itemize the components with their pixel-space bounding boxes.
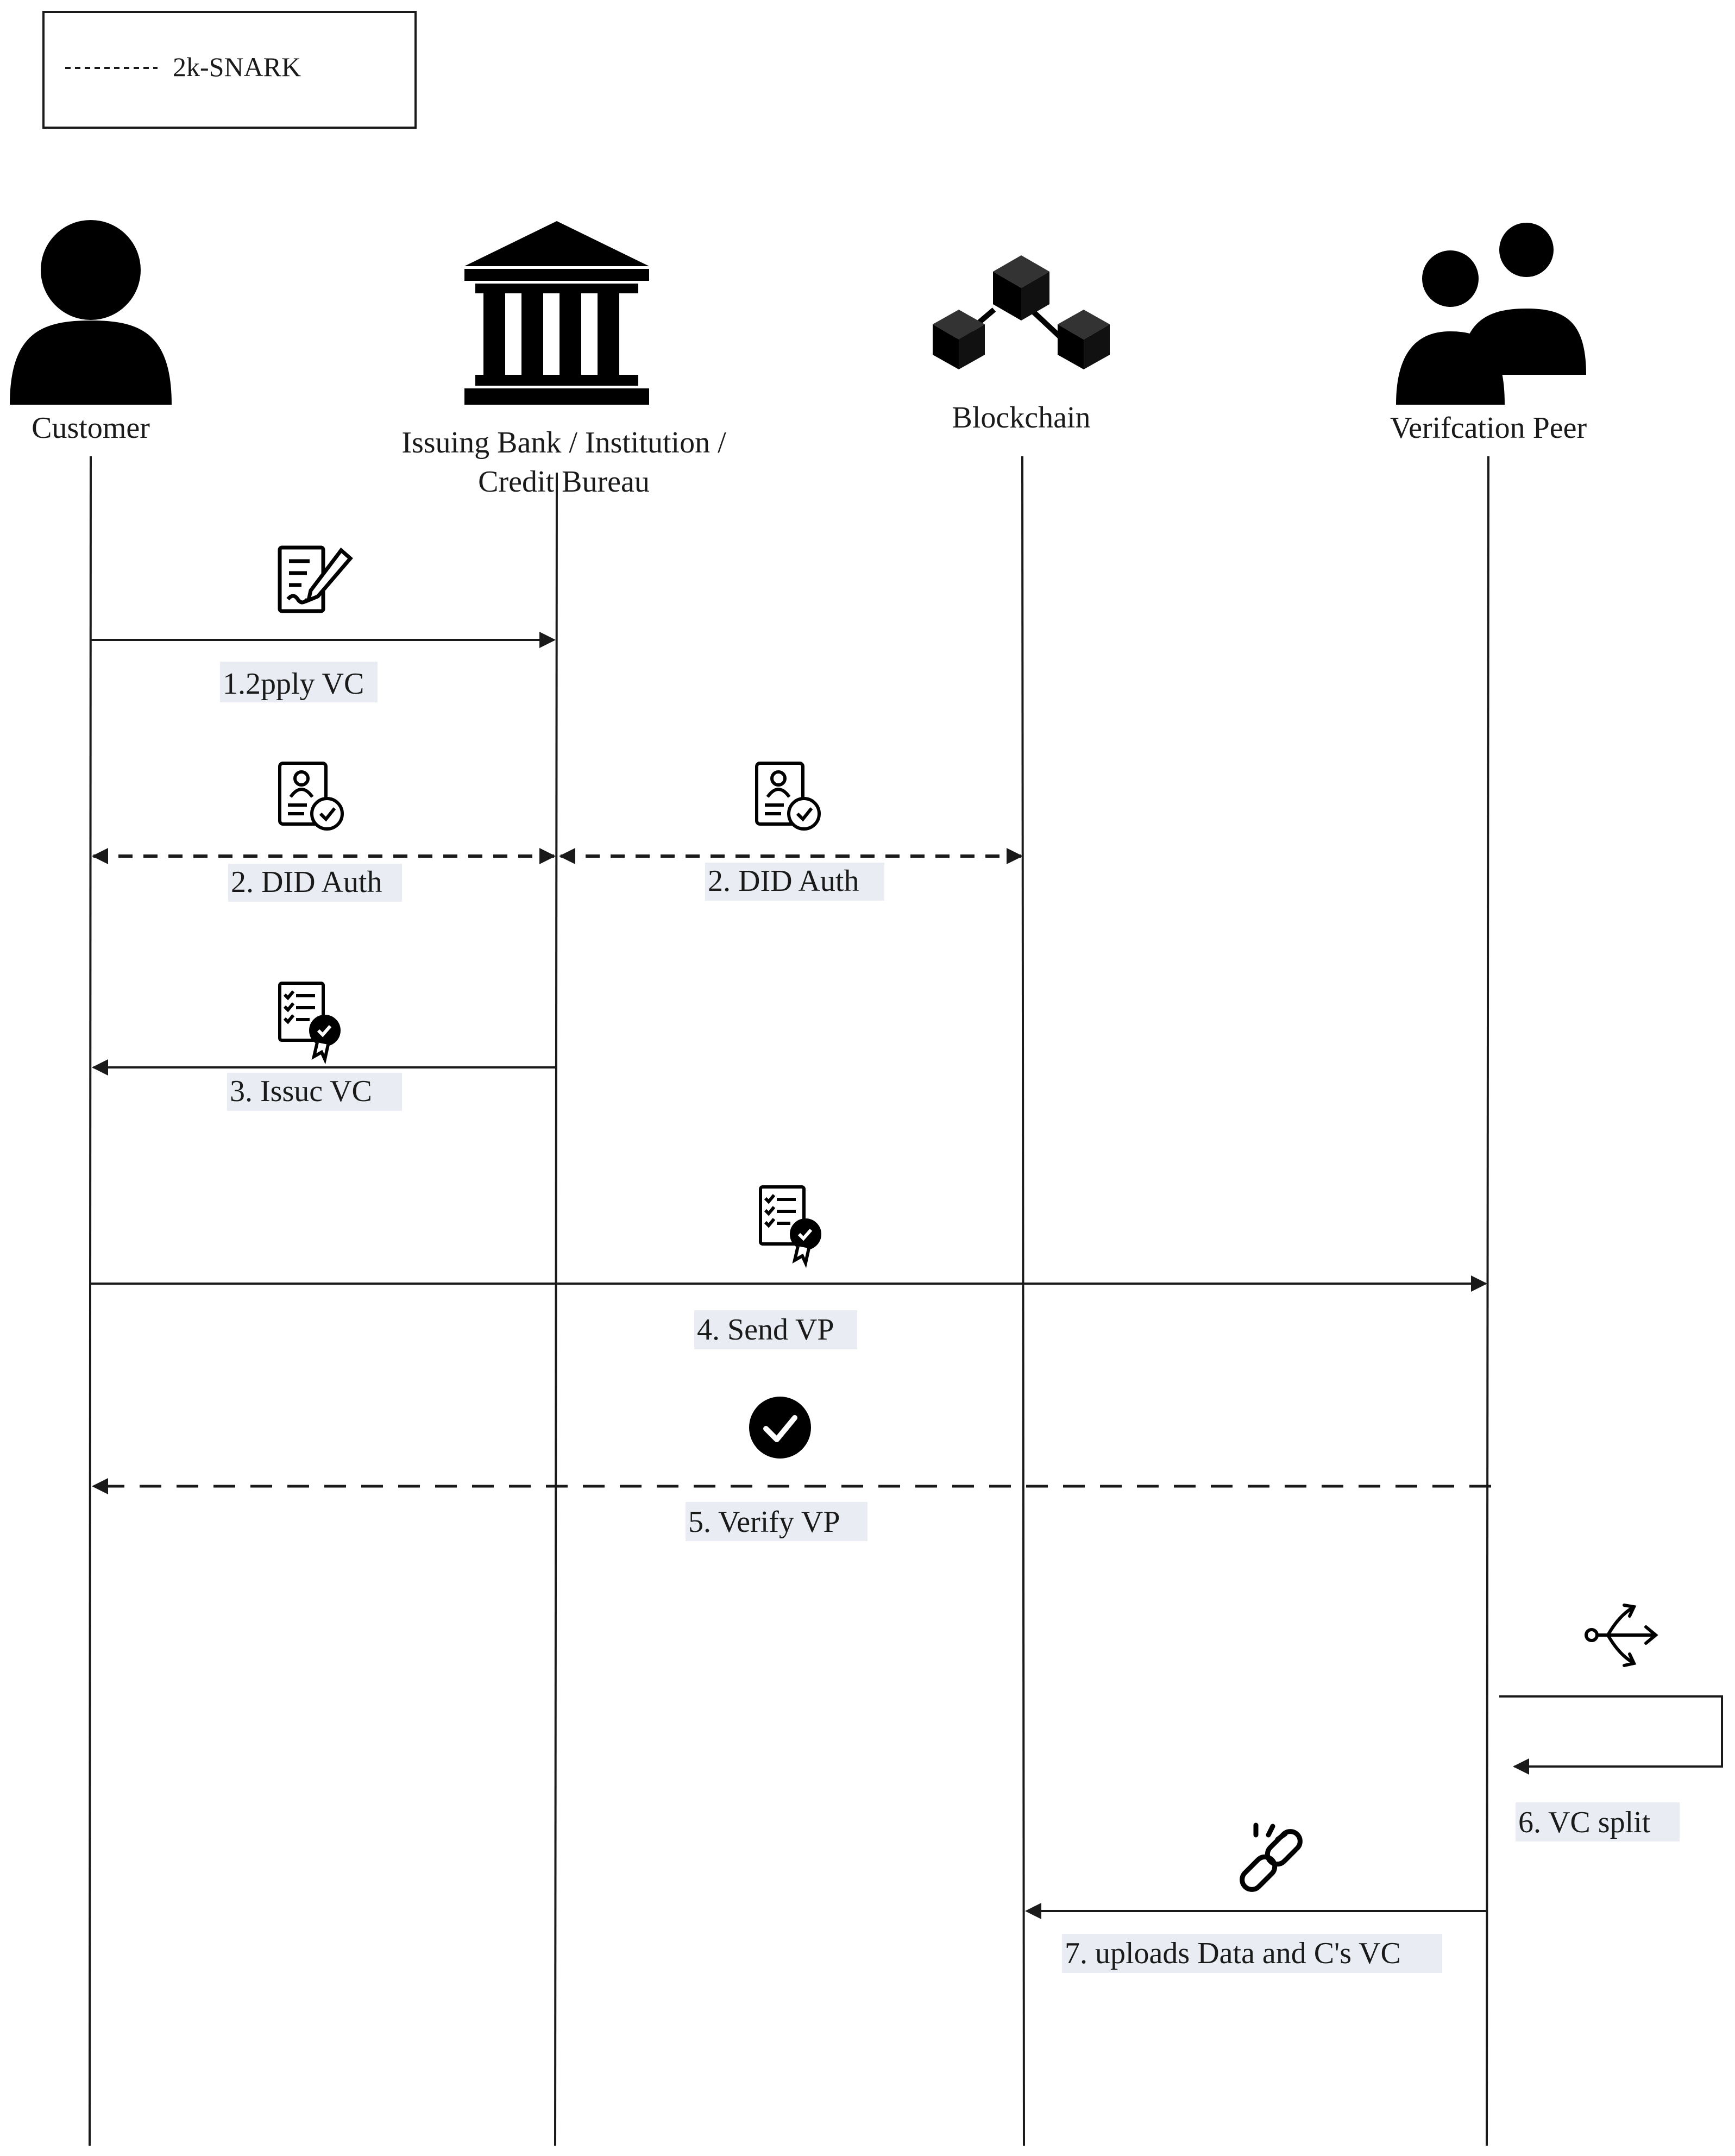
check-circle-icon: [749, 1397, 811, 1459]
message-2b-label: 2. DID Auth: [708, 864, 859, 898]
message-5: 5. Verify VP: [92, 1397, 1491, 1541]
message-1: 1.2pply VC: [91, 545, 556, 702]
legend-label: 2k-SNARK: [173, 52, 301, 82]
actor-label-peer: Verifcation Peer: [1390, 411, 1587, 445]
actor-label-blockchain: Blockchain: [952, 401, 1090, 435]
message-7: 7. uploads Data and C's VC: [1025, 1822, 1487, 1973]
message-4: 4. Send VP: [91, 1185, 1487, 1349]
message-2b: 2. DID Auth: [559, 762, 1023, 901]
legend-box: [42, 11, 417, 129]
lifeline-peer: [1486, 456, 1489, 2146]
bank-icon: [464, 221, 649, 405]
message-5-label: 5. Verify VP: [688, 1505, 840, 1539]
message-4-label: 4. Send VP: [697, 1313, 834, 1347]
certificate-icon: [759, 1185, 821, 1268]
message-6-label: 6. VC split: [1518, 1806, 1651, 1839]
user-icon: [10, 220, 172, 405]
message-3-label: 3. Issuc VC: [230, 1074, 372, 1108]
lifeline-blockchain: [1021, 456, 1025, 2146]
link-icon: [1240, 1822, 1303, 1892]
actor-label-bank-line1: Issuing Bank / Institution /: [401, 426, 726, 460]
lifeline-customer: [89, 456, 92, 2146]
lifelines: [89, 456, 1489, 2146]
message-3: 3. Issuc VC: [92, 982, 555, 1111]
id-card-check-icon: [755, 762, 821, 831]
message-6: 6. VC split: [1499, 1604, 1723, 1841]
message-1-label: 1.2pply VC: [223, 667, 364, 701]
users-icon: [1396, 223, 1586, 405]
message-2a: 2. DID Auth: [92, 762, 556, 902]
message-2a-label: 2. DID Auth: [231, 865, 382, 899]
legend: 2k-SNARK: [42, 11, 417, 129]
message-7-label: 7. uploads Data and C's VC: [1065, 1937, 1401, 1970]
certificate-icon: [278, 982, 341, 1065]
blockchain-icon: [933, 255, 1110, 369]
sign-document-icon: [278, 545, 353, 613]
actor-label-customer: Customer: [32, 411, 150, 445]
actor-label-bank-line2: Credit Bureau: [478, 465, 650, 499]
split-arrow-icon: [1585, 1604, 1658, 1667]
id-card-check-icon: [278, 762, 344, 831]
lifeline-bank: [554, 472, 558, 2146]
